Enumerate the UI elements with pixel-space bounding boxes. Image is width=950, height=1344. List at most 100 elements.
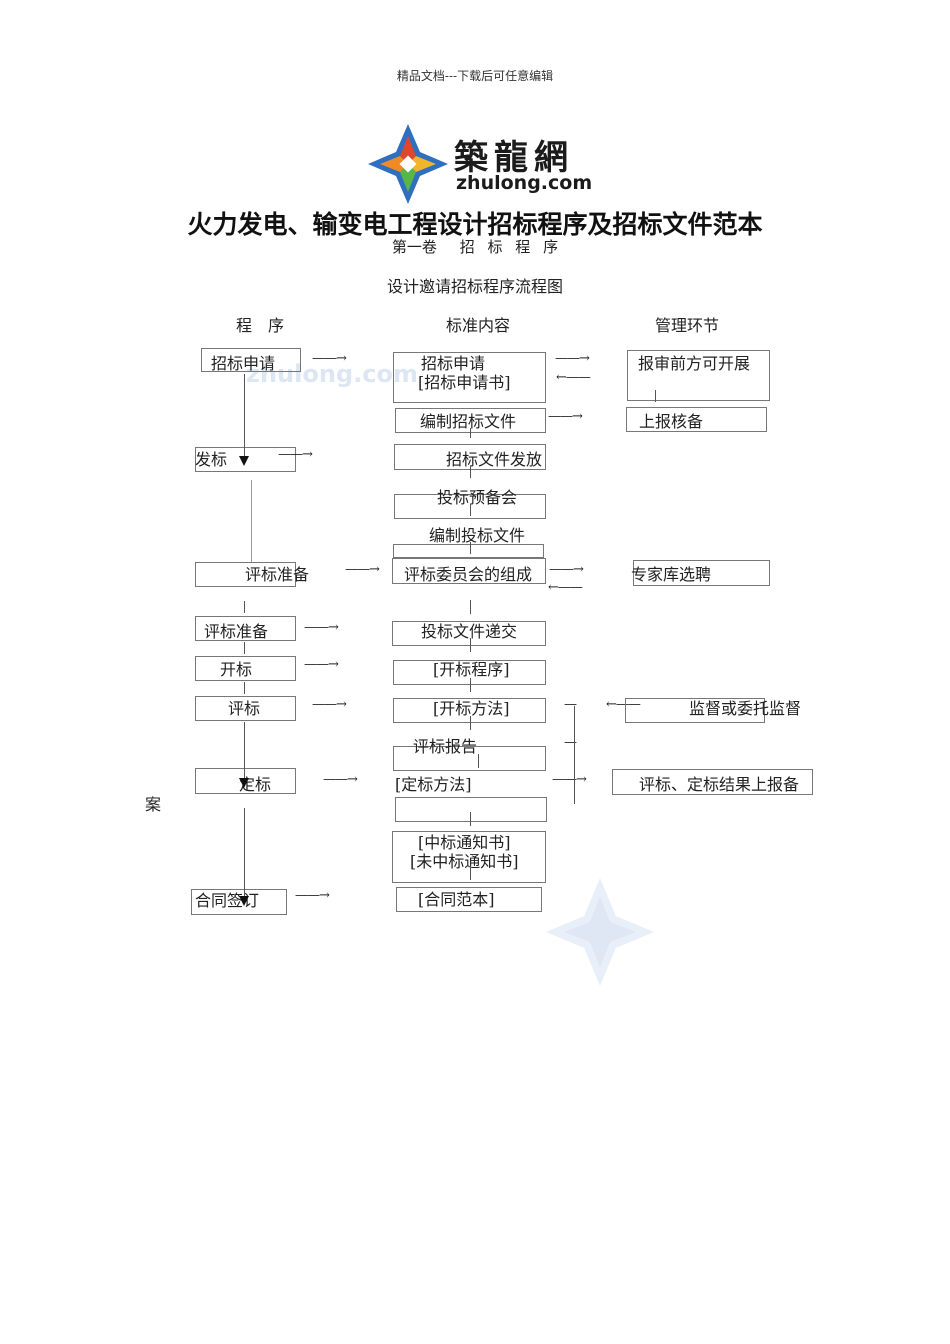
procedure-label-issue: 发标 [195,450,228,469]
connector-line [470,504,471,516]
arrow-right-icon: ——→ [312,351,347,366]
connector-line [244,808,245,896]
connector-line [655,390,656,402]
volume-number: 第一卷 [391,238,437,256]
procedure-box-evaluate [195,696,296,721]
management-box-report-result [612,769,813,795]
procedure-label-prep2: 评标准备 [204,622,269,641]
zhulong-logo: 築龍網 zhulong.com [366,120,592,208]
procedure-box-open [195,656,296,681]
procedure-box-contract [191,889,287,915]
procedure-box-award [195,768,296,794]
content-label-apply: 招标申请 [421,354,486,373]
procedure-label-evaluate: 评标 [228,699,261,718]
procedure-box-prep2 [195,616,296,641]
management-label-supervise: 监督或委托监督 [689,699,802,718]
management-box-experts [633,560,770,586]
content-label-notice-win: [中标通知书] [418,833,511,852]
content-label-compile: 编制招标文件 [420,412,517,431]
logo-star-icon [368,124,448,204]
column-header-procedure: 程 序 [236,316,285,335]
arrow-right-icon: ——→ [278,447,313,462]
content-box-award-method [395,797,547,822]
arrow-right-icon: ——→ [552,772,587,787]
volume-name-char: 程 [515,238,531,256]
connector-line [470,428,471,438]
management-label-filing: 上报核备 [639,412,704,431]
connector-line [244,374,245,456]
content-label-committee: 评标委员会的组成 [404,565,533,584]
management-label-experts: 专家库选聘 [631,565,712,584]
volume-heading: 第一卷 招 标 程 序 [0,236,950,257]
procedure-label-open: 开标 [220,660,253,679]
connector-line [470,812,471,826]
watermark-star-icon [546,878,654,986]
connector-line [470,716,471,730]
management-label-report-result: 评标、定标结果上报备 [639,775,800,794]
arrow-left-icon: ←—— [606,697,641,712]
content-label-compile-bid: 编制投标文件 [429,526,526,545]
arrow-left-icon: ←—— [556,370,591,385]
arrow-right-icon: ——→ [548,409,583,424]
connector-line [244,642,245,654]
connector-line [244,722,245,779]
content-box-submit [392,621,546,646]
connector-line [470,678,471,692]
arrow-right-icon: ——→ [295,888,330,903]
connector-line [244,682,245,694]
content-label-notice-lose: [未中标通知书] [410,852,519,871]
connector-line [470,638,471,652]
arrow-right-icon: ——→ [312,697,347,712]
arrowhead-down-icon [239,456,249,466]
logo-english-text: zhulong.com [456,172,593,194]
header-note: 精品文档---下载后可任意编辑 [396,69,554,83]
management-box-filing [626,407,767,432]
arrow-right-icon: ——→ [323,772,358,787]
content-label-report: 评标报告 [413,737,478,756]
connector-line [470,466,471,478]
content-label-prebid: 投标预备会 [437,488,518,507]
management-box-supervise [625,698,765,723]
connector-line [470,600,471,614]
stray-char: 案 [145,795,162,814]
volume-name-char: 标 [487,238,503,256]
content-label-open-proc: [开标程序] [433,660,510,679]
content-box-prebid [394,494,546,519]
procedure-label-apply: 招标申请 [211,354,276,373]
content-label-open-method: [开标方法] [433,699,510,718]
management-box-approve [627,350,770,401]
arrow-right-icon: ——→ [549,562,584,577]
connector-line [470,542,471,554]
content-label-distribute: 招标文件发放 [446,450,543,469]
flowchart-title: 设计邀请招标程序流程图 [386,277,563,296]
bracket-line [574,706,575,804]
content-label-submit: 投标文件递交 [421,622,518,641]
content-box-open-method [393,698,546,723]
management-label-approve: 报审前方可开展 [638,354,751,373]
procedure-box-issue [195,447,296,472]
content-label-contract-tpl: [合同范本] [418,890,495,909]
arrow-right-icon: ——→ [304,620,339,635]
column-header-content: 标准内容 [446,316,511,335]
arrow-left-icon: ←—— [548,580,583,595]
content-box-apply [393,352,546,403]
content-box-compile-bid [393,544,544,558]
dash-line: — [564,697,577,712]
arrow-right-icon: ——→ [555,351,590,366]
arrow-right-icon: ——→ [345,562,380,577]
arrow-right-icon: ——→ [304,657,339,672]
dash-line: — [564,735,577,750]
content-box-notices [392,831,546,883]
logo-chinese-text: 築龍網 [454,138,574,178]
content-label-apply-doc: [招标申请书] [418,373,511,392]
document-title: 火力发电、输变电工程设计招标程序及招标文件范本 [187,210,763,239]
arrowhead-down-icon [239,896,249,906]
column-header-management: 管理环节 [655,316,720,335]
content-box-open-proc [393,660,546,685]
procedure-box-apply [201,348,301,372]
content-box-report [393,746,546,771]
volume-name-char: 招 [459,238,475,256]
watermark-text: zhulong.com [246,360,418,388]
connector-line [470,866,471,880]
procedure-box-prep1 [195,562,296,587]
